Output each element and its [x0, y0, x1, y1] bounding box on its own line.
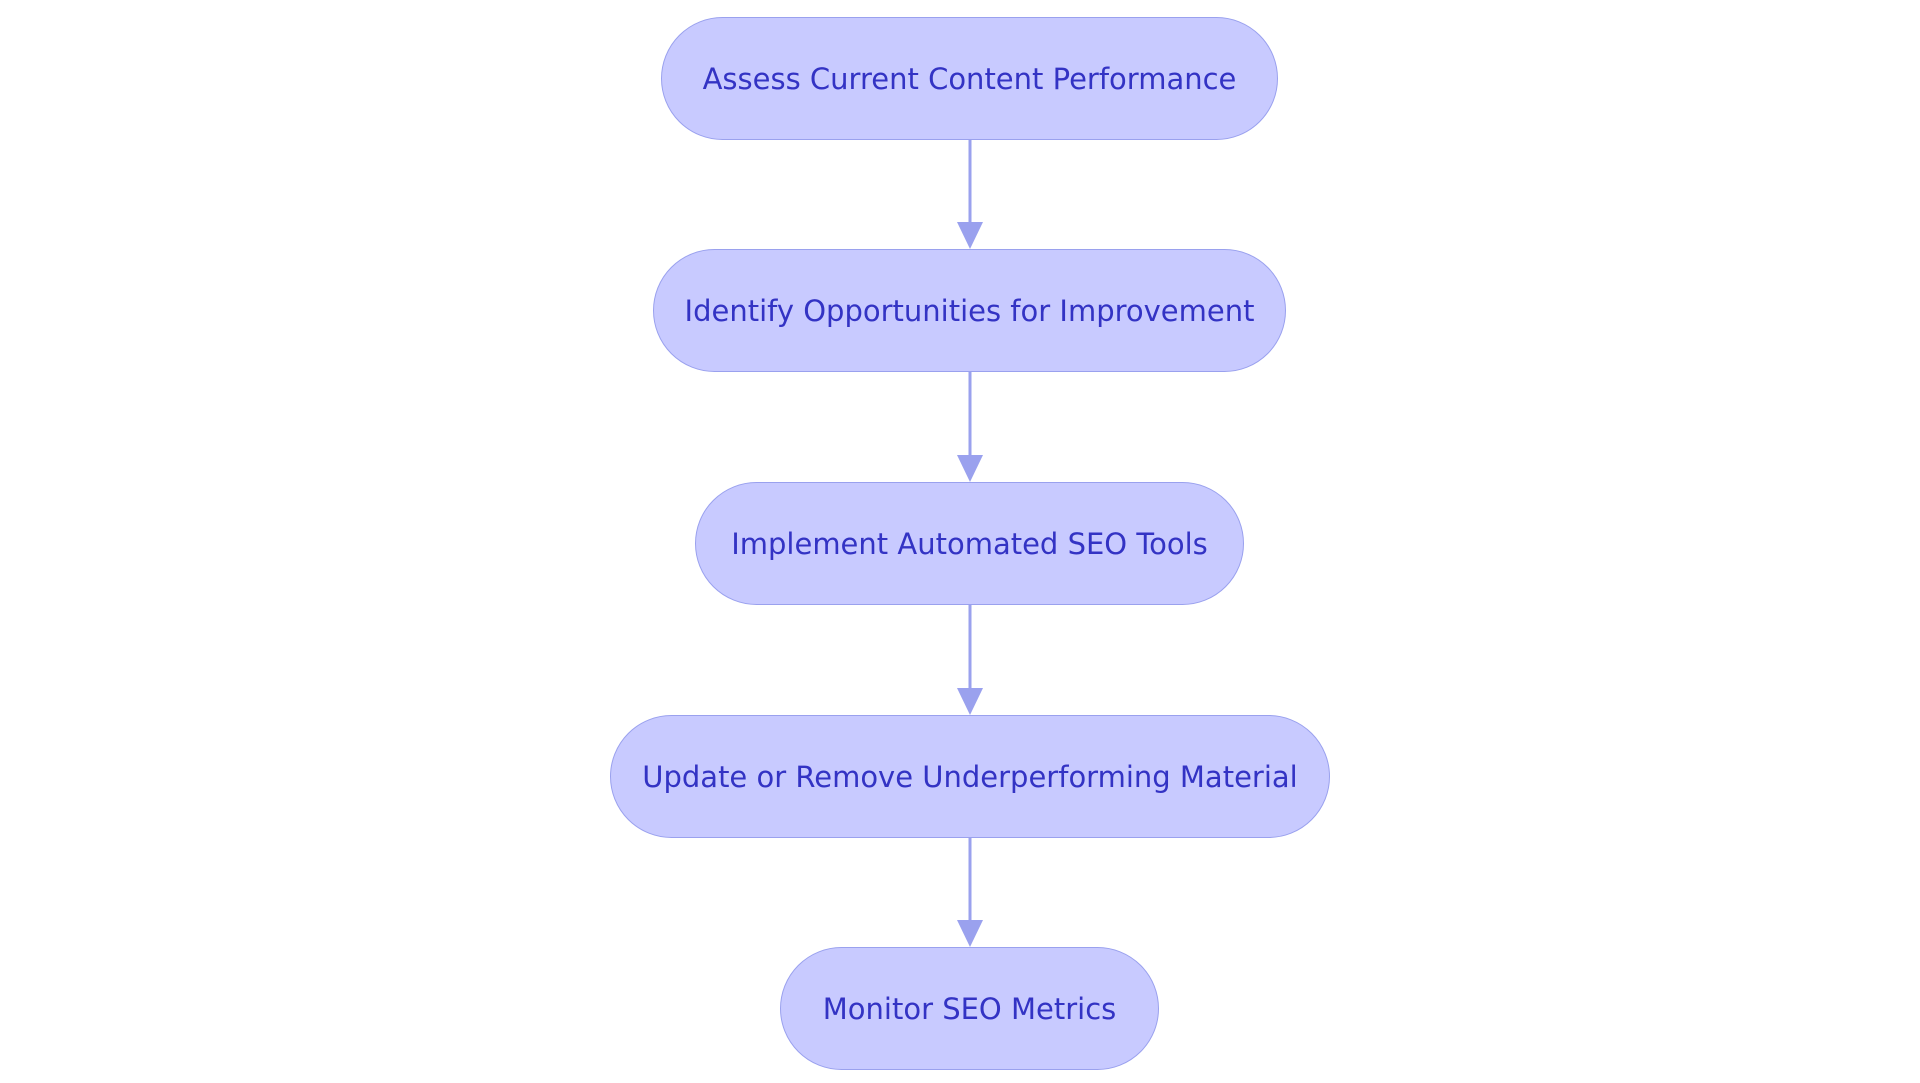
step-update-or-remove-material: Update or Remove Underperforming Materia…	[610, 715, 1330, 838]
arrowhead-icon	[957, 688, 983, 715]
edge-4-to-5	[957, 838, 983, 947]
step-assess-performance: Assess Current Content Performance	[661, 17, 1278, 140]
step-label: Assess Current Content Performance	[702, 61, 1237, 96]
step-label: Implement Automated SEO Tools	[731, 526, 1208, 561]
edge-3-to-4	[957, 605, 983, 715]
step-label: Update or Remove Underperforming Materia…	[642, 759, 1298, 794]
step-monitor-seo-metrics: Monitor SEO Metrics	[780, 947, 1159, 1070]
arrowhead-icon	[957, 222, 983, 249]
step-implement-seo-tools: Implement Automated SEO Tools	[695, 482, 1244, 605]
edge-2-to-3	[957, 372, 983, 482]
step-label: Monitor SEO Metrics	[822, 991, 1117, 1026]
step-label: Identify Opportunities for Improvement	[684, 293, 1255, 328]
edge-1-to-2	[957, 140, 983, 249]
step-identify-opportunities: Identify Opportunities for Improvement	[653, 249, 1286, 372]
arrowhead-icon	[957, 920, 983, 947]
arrowhead-icon	[957, 455, 983, 482]
